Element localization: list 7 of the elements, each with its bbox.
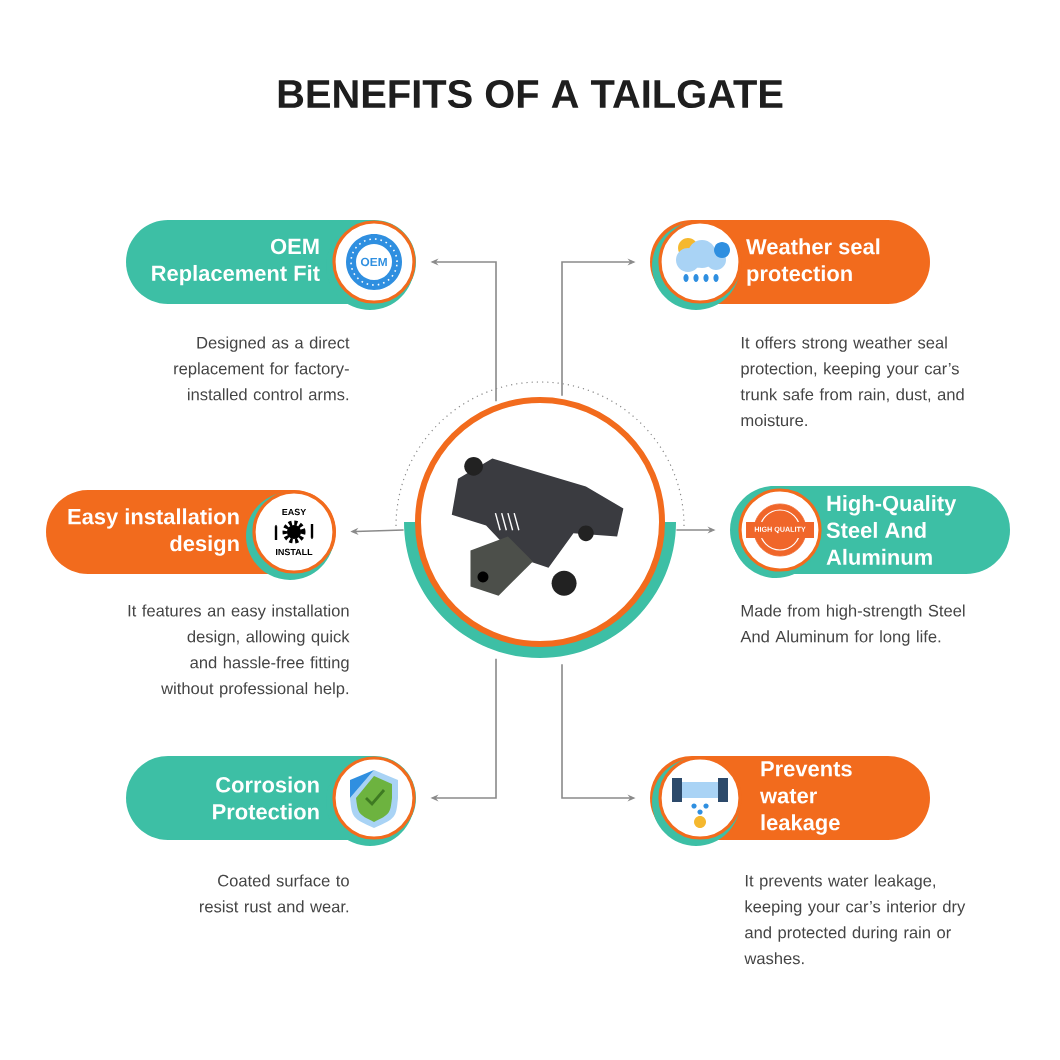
title: BENEFITS OF A TAILGATE: [278, 79, 783, 109]
description: It prevents water leakage, keeping your car’s interior dry and protected during rain or washes.: [744, 874, 966, 965]
description: Coated surface to resist rust and wear.: [199, 874, 349, 913]
description: It features an easy installation design, allowing quick and hassle-free fitting without professional help.: [128, 604, 350, 698]
description: Designed as a direct replacement for factory-installed control arms.: [174, 336, 350, 401]
description: Made from high-strength Steel And Aluminum for long life.: [740, 604, 965, 646]
description: It offers strong weather seal protection, keeping your car’s trunk safe from rain, dust, and moisture.: [740, 336, 964, 427]
